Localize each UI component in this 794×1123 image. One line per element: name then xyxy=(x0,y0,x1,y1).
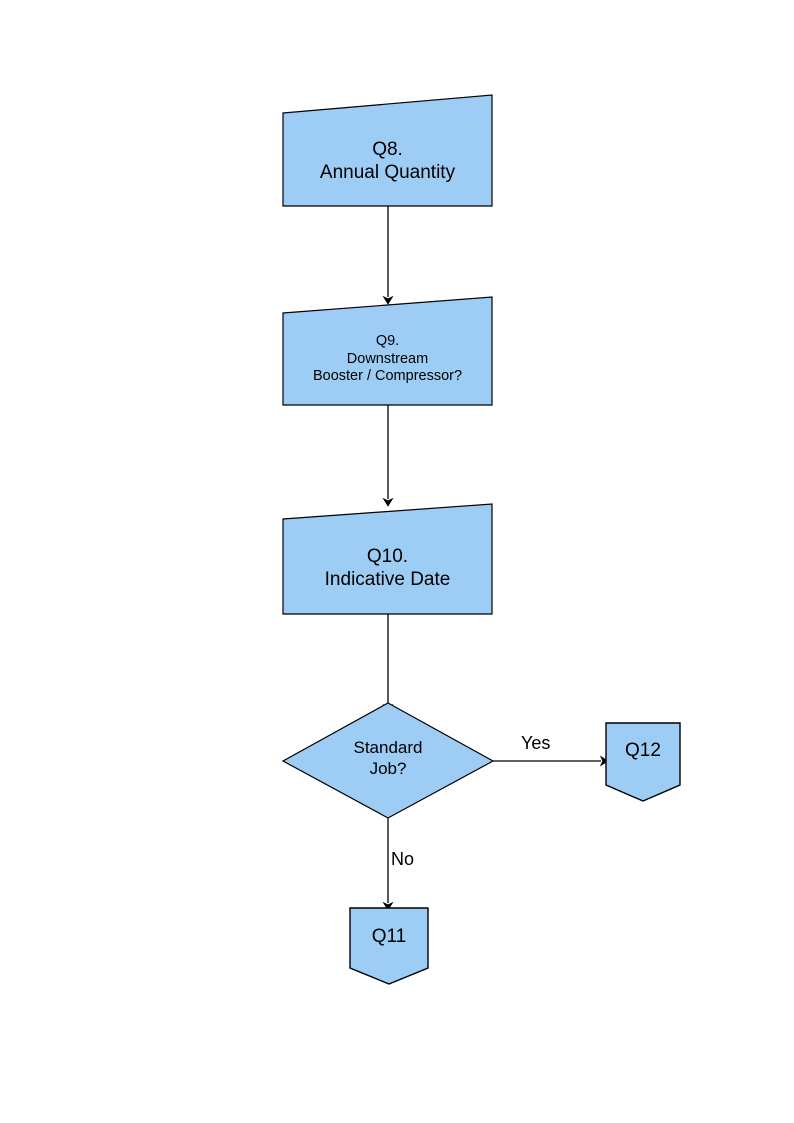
node-q8-shape[interactable] xyxy=(282,94,493,207)
node-q10-shape[interactable] xyxy=(282,503,493,615)
edge-label-yes: Yes xyxy=(521,733,551,753)
node-q9-shape[interactable] xyxy=(282,296,493,406)
node-q11-shape[interactable] xyxy=(349,907,429,985)
node-q12-shape[interactable] xyxy=(605,722,681,802)
edge-label-no: No xyxy=(391,849,415,869)
node-decision-shape[interactable] xyxy=(281,702,495,819)
